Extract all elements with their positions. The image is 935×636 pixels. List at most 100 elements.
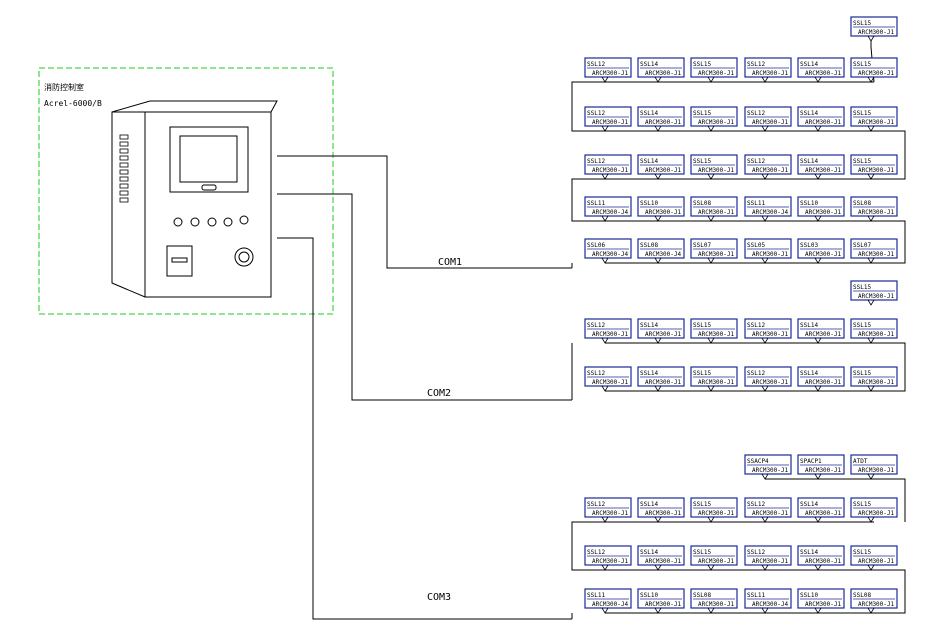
com2-wire xyxy=(277,193,572,401)
device-terminal xyxy=(654,215,662,222)
control-room-model: Acrel-6000/B xyxy=(44,99,102,108)
device-terminal xyxy=(707,516,715,523)
device-terminal xyxy=(707,215,715,222)
device-model-label: ARCM300-J1 xyxy=(805,251,842,258)
serpentine-loop xyxy=(874,130,906,180)
device-circuit-label: SSL10 xyxy=(800,200,818,207)
device-model-label: ARCM300-J1 xyxy=(752,558,789,565)
device-model-label: ARCM300-J1 xyxy=(858,251,895,258)
device-circuit-label: SSL14 xyxy=(800,501,818,508)
control-cabinet xyxy=(111,100,278,298)
device-model-label: ARCM300-J1 xyxy=(592,558,629,565)
serpentine-loop xyxy=(571,178,605,222)
device-terminal xyxy=(814,516,822,523)
device-terminal xyxy=(601,337,609,344)
device-model-label: ARCM300-J1 xyxy=(752,467,789,474)
cabinet-vents xyxy=(119,134,129,203)
device-circuit-label: SSL14 xyxy=(800,549,818,556)
device-model-label: ARCM300-J1 xyxy=(592,70,629,77)
device-circuit-label: SSL14 xyxy=(640,322,658,329)
device-terminal xyxy=(867,564,875,571)
device-model-label: ARCM300-J1 xyxy=(645,167,682,174)
device-model-label: ARCM300-J1 xyxy=(858,209,895,216)
serpentine-loop xyxy=(571,521,605,571)
vent-slot xyxy=(119,155,129,161)
device-circuit-label: SSL12 xyxy=(587,370,605,377)
device-circuit-label: SSL12 xyxy=(747,549,765,556)
device-terminal xyxy=(601,607,609,614)
device-terminal xyxy=(761,564,769,571)
device-circuit-label: SSL15 xyxy=(853,20,871,27)
device-circuit-label: SPACP1 xyxy=(800,458,822,465)
device-model-label: ARCM300-J4 xyxy=(592,601,629,608)
device-terminal xyxy=(867,173,875,180)
device-terminal xyxy=(654,564,662,571)
device-circuit-label: SSL10 xyxy=(640,200,658,207)
device-model-label: ARCM300-J1 xyxy=(858,510,895,517)
device-circuit-label: SSL15 xyxy=(853,370,871,377)
device-circuit-label: SSL08 xyxy=(693,592,711,599)
indicator-light-2 xyxy=(190,217,200,227)
device-model-label: ARCM300-J1 xyxy=(752,167,789,174)
cabinet-side xyxy=(111,111,146,298)
device-model-label: ARCM300-J1 xyxy=(698,379,735,386)
device-terminal xyxy=(601,173,609,180)
device-model-label: ARCM300-J1 xyxy=(698,558,735,565)
device-model-label: ARCM300-J1 xyxy=(752,331,789,338)
device-terminal xyxy=(601,516,609,523)
device-model-label: ARCM300-J1 xyxy=(752,510,789,517)
device-circuit-label: SSL12 xyxy=(747,501,765,508)
device-terminal xyxy=(654,516,662,523)
device-model-label: ARCM300-J1 xyxy=(752,70,789,77)
device-terminal xyxy=(761,473,769,480)
device-terminal xyxy=(867,125,875,132)
device-circuit-label: SSL12 xyxy=(587,61,605,68)
device-circuit-label: SSL11 xyxy=(747,200,765,207)
device-model-label: ARCM300-J1 xyxy=(645,601,682,608)
device-circuit-label: SSL07 xyxy=(853,242,871,249)
device-terminal xyxy=(814,564,822,571)
serpentine-loop xyxy=(874,569,906,614)
cabinet-screen-button xyxy=(201,184,217,191)
device-circuit-label: SSL14 xyxy=(800,370,818,377)
device-circuit-label: SSL15 xyxy=(853,549,871,556)
device-circuit-label: SSL12 xyxy=(747,61,765,68)
device-terminal xyxy=(867,76,875,83)
device-model-label: ARCM300-J1 xyxy=(698,167,735,174)
com1-label: COM1 xyxy=(438,257,462,268)
device-model-label: ARCM300-J1 xyxy=(805,119,842,126)
device-model-label: ARCM300-J1 xyxy=(645,379,682,386)
device-model-label: ARCM300-J1 xyxy=(698,331,735,338)
device-model-label: ARCM300-J1 xyxy=(592,119,629,126)
device-terminal xyxy=(867,35,875,42)
device-model-label: ARCM300-J1 xyxy=(858,119,895,126)
device-terminal xyxy=(707,607,715,614)
device-circuit-label: SSL14 xyxy=(640,549,658,556)
device-circuit-label: SSL05 xyxy=(747,242,765,249)
device-circuit-label: SSL15 xyxy=(853,501,871,508)
device-model-label: ARCM300-J4 xyxy=(645,251,682,258)
com3-wire xyxy=(277,237,572,620)
device-model-label: ARCM300-J1 xyxy=(645,70,682,77)
device-circuit-label: SSL06 xyxy=(587,242,605,249)
device-circuit-label: SSL12 xyxy=(587,158,605,165)
vent-slot xyxy=(119,162,129,168)
